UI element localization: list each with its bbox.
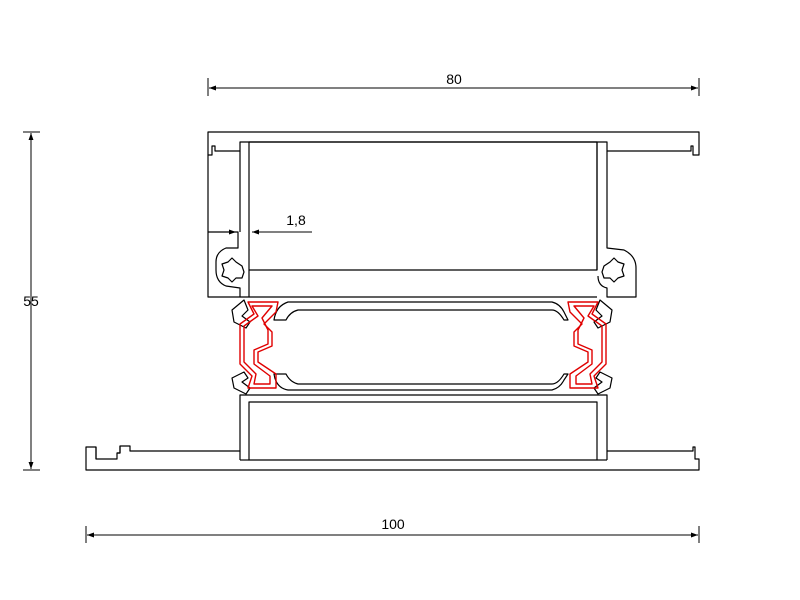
dimension-top-width-label: 80: [446, 71, 462, 87]
thermal-break-left: [239, 301, 279, 389]
upper-profile: [207, 131, 700, 298]
dimension-height-label: 55: [23, 293, 39, 309]
lower-profile: [85, 394, 700, 471]
dimension-wall-thickness: 1,8: [208, 212, 312, 235]
dimension-bottom-width-label: 100: [381, 516, 405, 532]
dimension-wall-thickness-label: 1,8: [286, 212, 306, 228]
thermal-break-right: [567, 301, 607, 389]
dimension-top-width: 80: [207, 71, 700, 96]
dimension-bottom-width: 100: [85, 516, 700, 543]
dimension-height: 55: [23, 131, 40, 471]
middle-chamber: [231, 299, 613, 395]
